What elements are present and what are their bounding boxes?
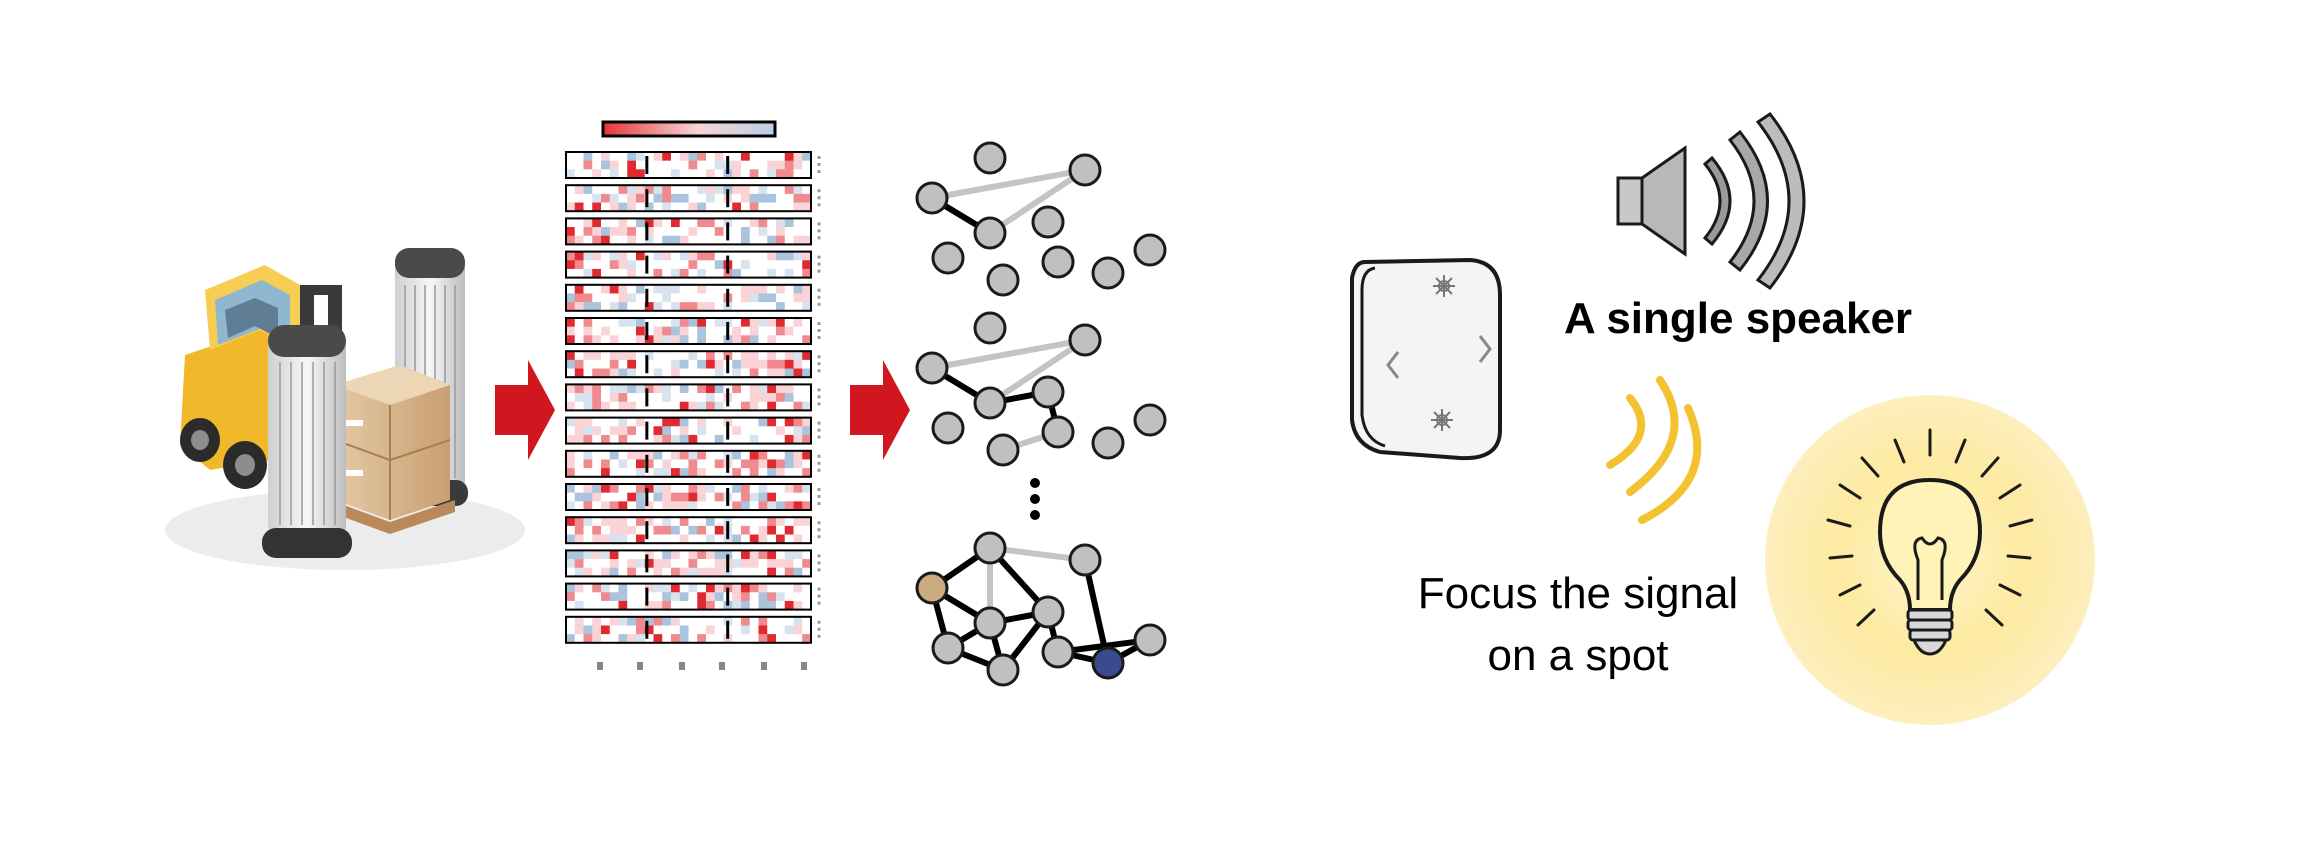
graph-node bbox=[1133, 403, 1167, 437]
heatmap-row bbox=[565, 383, 821, 412]
focused-signal-waves-icon bbox=[1606, 376, 1702, 524]
graph-node bbox=[1091, 426, 1125, 460]
graph-node bbox=[973, 386, 1007, 420]
focus-caption-line1: Focus the signal bbox=[1418, 569, 1738, 618]
graph-node bbox=[1041, 245, 1075, 279]
graph-node bbox=[973, 141, 1007, 175]
graph-node bbox=[1031, 595, 1065, 629]
graph-node bbox=[931, 411, 965, 445]
graph-node bbox=[986, 433, 1020, 467]
network-graph bbox=[915, 311, 1167, 467]
graph-node bbox=[915, 181, 949, 215]
heatmap-rows bbox=[565, 151, 821, 670]
heatmap-row bbox=[565, 184, 821, 213]
heatmap-row bbox=[565, 549, 821, 578]
graph-node bbox=[1031, 205, 1065, 239]
graph-node bbox=[931, 631, 965, 665]
heatmap-row bbox=[565, 416, 821, 445]
network-graph bbox=[915, 141, 1167, 297]
heatmap-row bbox=[565, 283, 821, 312]
flow-arrow-1 bbox=[495, 360, 555, 460]
heatmap-row bbox=[565, 250, 821, 279]
graph-node bbox=[973, 531, 1007, 565]
heatmap-row bbox=[565, 151, 821, 179]
heatmap-row bbox=[565, 350, 821, 379]
ellipsis-dots bbox=[1030, 478, 1040, 520]
graph-node bbox=[986, 653, 1020, 687]
heatmap-row bbox=[565, 217, 821, 246]
heatmap-row bbox=[565, 483, 821, 511]
graph-node bbox=[973, 606, 1007, 640]
graph-node bbox=[1091, 646, 1125, 680]
focus-caption-line2: on a spot bbox=[1487, 631, 1668, 680]
rfid-gate-forklift-icon bbox=[165, 248, 525, 570]
graph-node bbox=[1068, 543, 1102, 577]
graph-node bbox=[1068, 323, 1102, 357]
graph-node bbox=[1041, 635, 1075, 669]
heatmap-row bbox=[565, 516, 821, 545]
heatmap-axis-ticks bbox=[597, 662, 807, 670]
graph-node bbox=[973, 311, 1007, 345]
colorbar bbox=[601, 120, 777, 138]
graph-node bbox=[1041, 415, 1075, 449]
graph-node bbox=[1133, 233, 1167, 267]
speaker-caption: A single speaker bbox=[1564, 294, 1912, 343]
graph-node bbox=[1031, 375, 1065, 409]
graph-panel bbox=[915, 141, 1167, 687]
graph-node bbox=[915, 351, 949, 385]
heatmap-row bbox=[565, 449, 821, 478]
graph-node bbox=[973, 216, 1007, 250]
heatmap-row bbox=[565, 582, 821, 611]
heatmap-row bbox=[565, 615, 821, 644]
heatmap-row bbox=[565, 317, 821, 345]
speaker-icon bbox=[1616, 111, 1806, 291]
remote-control-icon bbox=[1350, 257, 1502, 461]
flow-arrow-2 bbox=[850, 360, 910, 460]
graph-node bbox=[915, 571, 949, 605]
graph-node bbox=[986, 263, 1020, 297]
light-bulb-icon bbox=[1765, 395, 2095, 725]
graph-node bbox=[1091, 256, 1125, 290]
network-graph bbox=[915, 531, 1167, 687]
graph-node bbox=[1133, 623, 1167, 657]
graph-node bbox=[931, 241, 965, 275]
graph-node bbox=[1068, 153, 1102, 187]
heatmap-panel bbox=[565, 120, 821, 670]
